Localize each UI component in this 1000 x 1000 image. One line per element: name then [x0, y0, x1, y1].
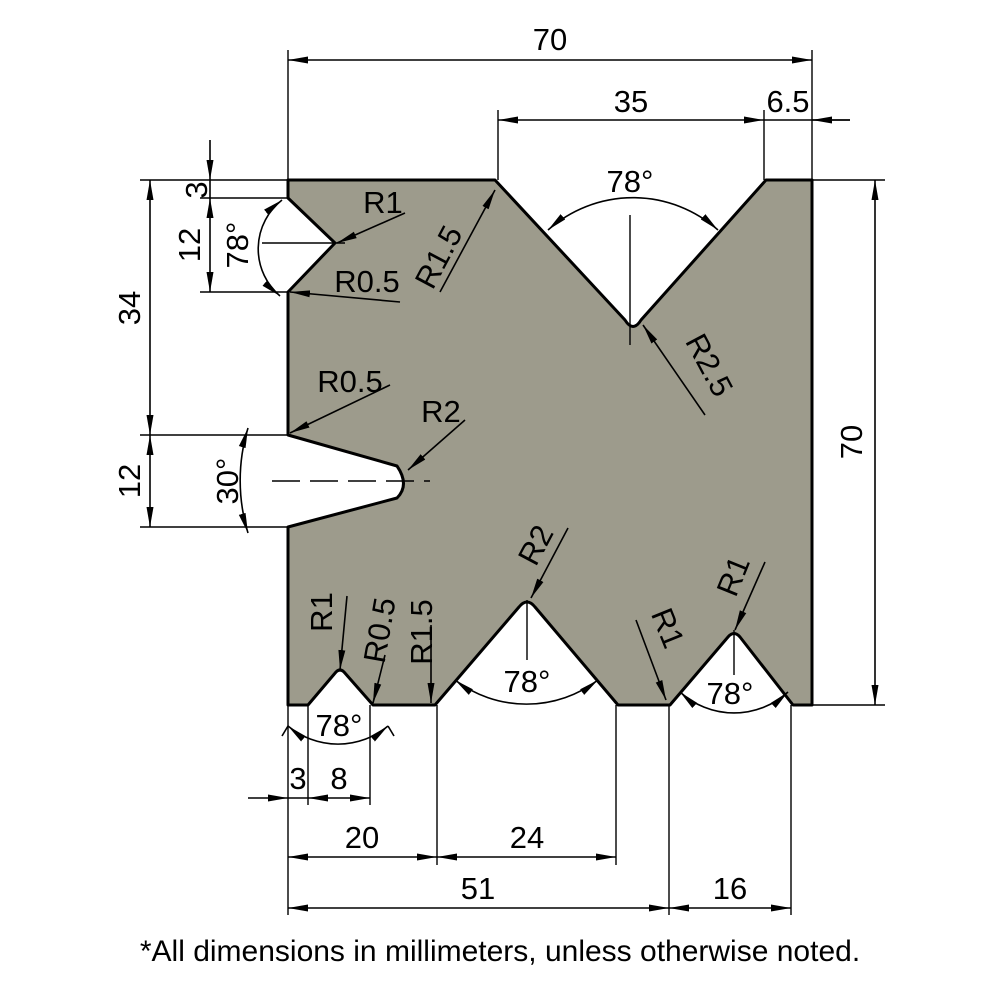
arc-bottom-left: [287, 725, 389, 745]
label-r1-small: R1: [304, 592, 339, 632]
label-34: 34: [112, 291, 147, 325]
arc-left-notch: [257, 199, 283, 297]
die-profile: [286, 178, 814, 707]
arc-bottom-right: [679, 691, 789, 714]
label-3-bottom: 3: [289, 761, 306, 796]
leader-r05-notch: [289, 290, 401, 303]
leader-r05-small: [372, 654, 386, 704]
leader-r1-notch: [336, 212, 406, 244]
label-70-right: 70: [834, 425, 869, 459]
arc-slot: [238, 427, 249, 534]
label-16: 16: [713, 871, 747, 906]
label-8: 8: [330, 761, 347, 796]
label-12-notch: 12: [172, 228, 207, 262]
label-78-notch: 78°: [220, 222, 255, 269]
label-12-slot: 12: [112, 464, 147, 498]
label-78-top: 78°: [607, 164, 654, 199]
label-r05-slot: R0.5: [317, 364, 382, 399]
radius-leaders: [289, 189, 766, 704]
label-78-mid: 78°: [504, 664, 551, 699]
leader-r25: [642, 324, 706, 416]
label-35: 35: [614, 84, 648, 119]
arc-top-v: [547, 196, 719, 231]
leader-r2-slot: [407, 419, 466, 471]
leader-r1-right-top: [734, 561, 766, 631]
angle-dimensions: [238, 196, 789, 745]
label-78-small: 78°: [316, 708, 363, 743]
label-51: 51: [461, 871, 495, 906]
arc-bottom-mid: [454, 679, 599, 705]
label-70-top: 70: [533, 22, 567, 57]
label-30: 30°: [210, 458, 245, 505]
label-r15-mid-edge: R1.5: [404, 599, 439, 664]
label-r1-notch: R1: [363, 185, 403, 220]
label-78-right: 78°: [707, 676, 754, 711]
dimensions-note: *All dimensions in millimeters, unless o…: [139, 935, 861, 968]
leader-r15-top: [439, 189, 496, 293]
label-r05-notch: R0.5: [334, 264, 399, 299]
label-r2-slot: R2: [421, 394, 461, 429]
leader-r2-mid: [530, 527, 569, 599]
label-3-top: 3: [179, 181, 214, 198]
label-6-5: 6.5: [766, 84, 809, 119]
leader-r05-slot: [289, 384, 391, 434]
label-24: 24: [510, 820, 544, 855]
label-20: 20: [345, 820, 379, 855]
leader-r1-small: [338, 595, 348, 671]
leader-r1-right-edge: [635, 619, 667, 701]
linear-dimensions: [146, 56, 879, 912]
